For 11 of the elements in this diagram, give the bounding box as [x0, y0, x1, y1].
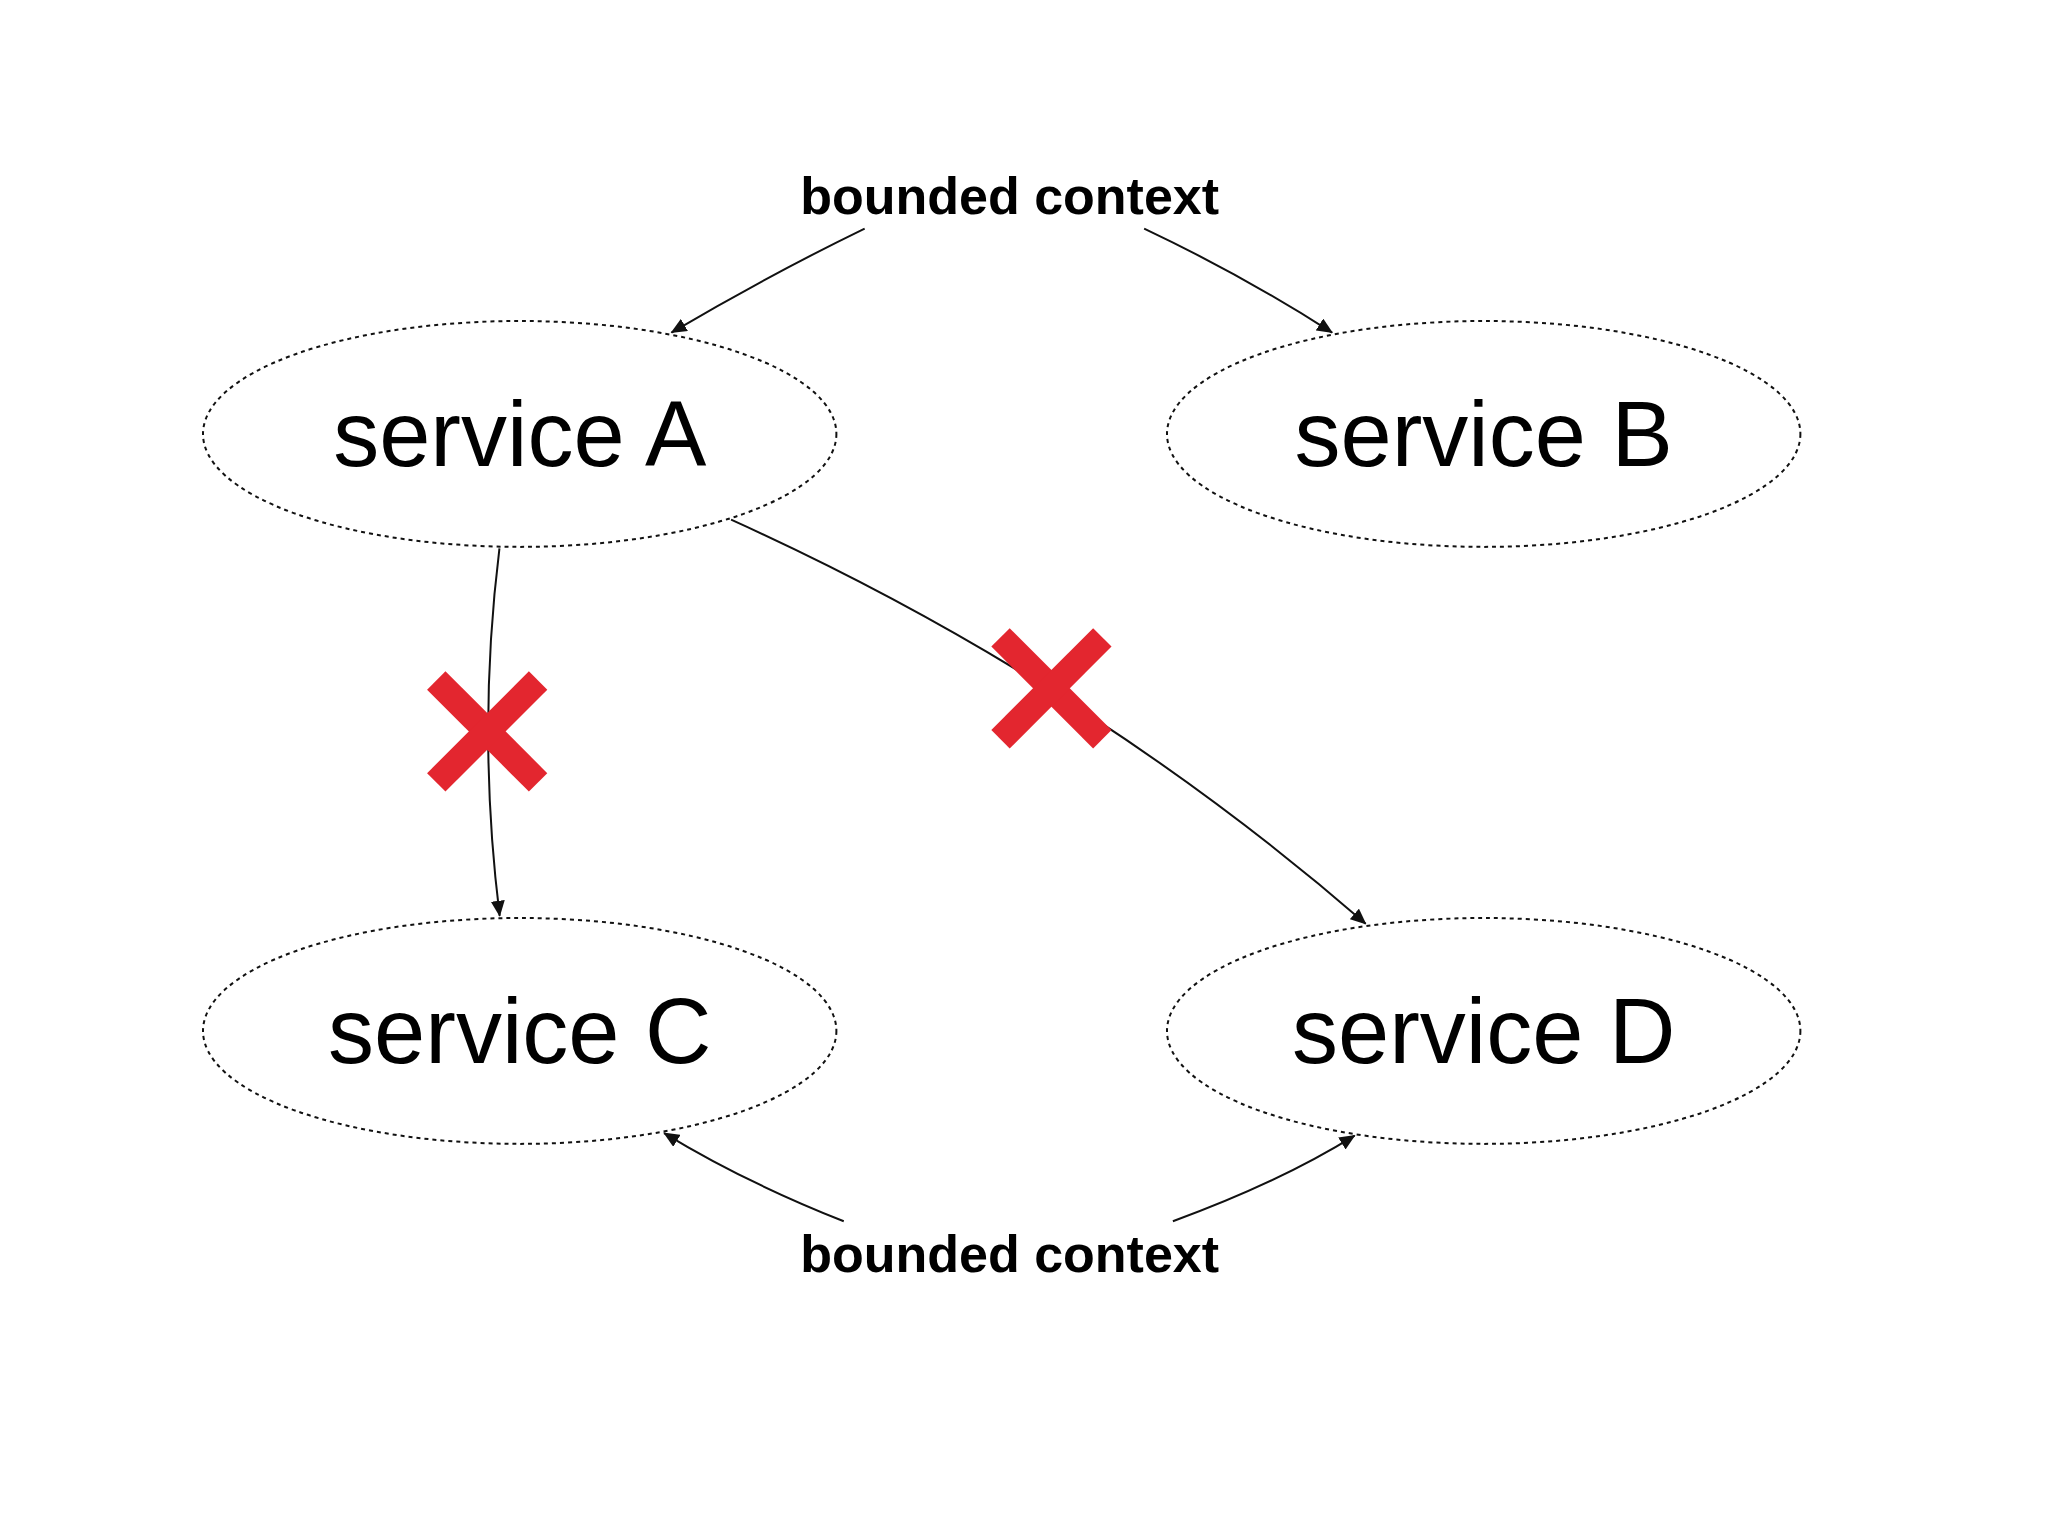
service-name: service B [1294, 387, 1673, 480]
arrow [670, 227, 866, 334]
context-label: bounded context [748, 163, 1271, 229]
arrow [1171, 1134, 1356, 1223]
service-name: service A [333, 387, 707, 480]
context-label: bounded context [748, 1221, 1271, 1287]
arrow [1143, 227, 1334, 334]
arrow [663, 1132, 845, 1223]
service-name: service D [1292, 984, 1676, 1077]
arrow [487, 547, 505, 917]
service-name: service C [328, 984, 712, 1077]
